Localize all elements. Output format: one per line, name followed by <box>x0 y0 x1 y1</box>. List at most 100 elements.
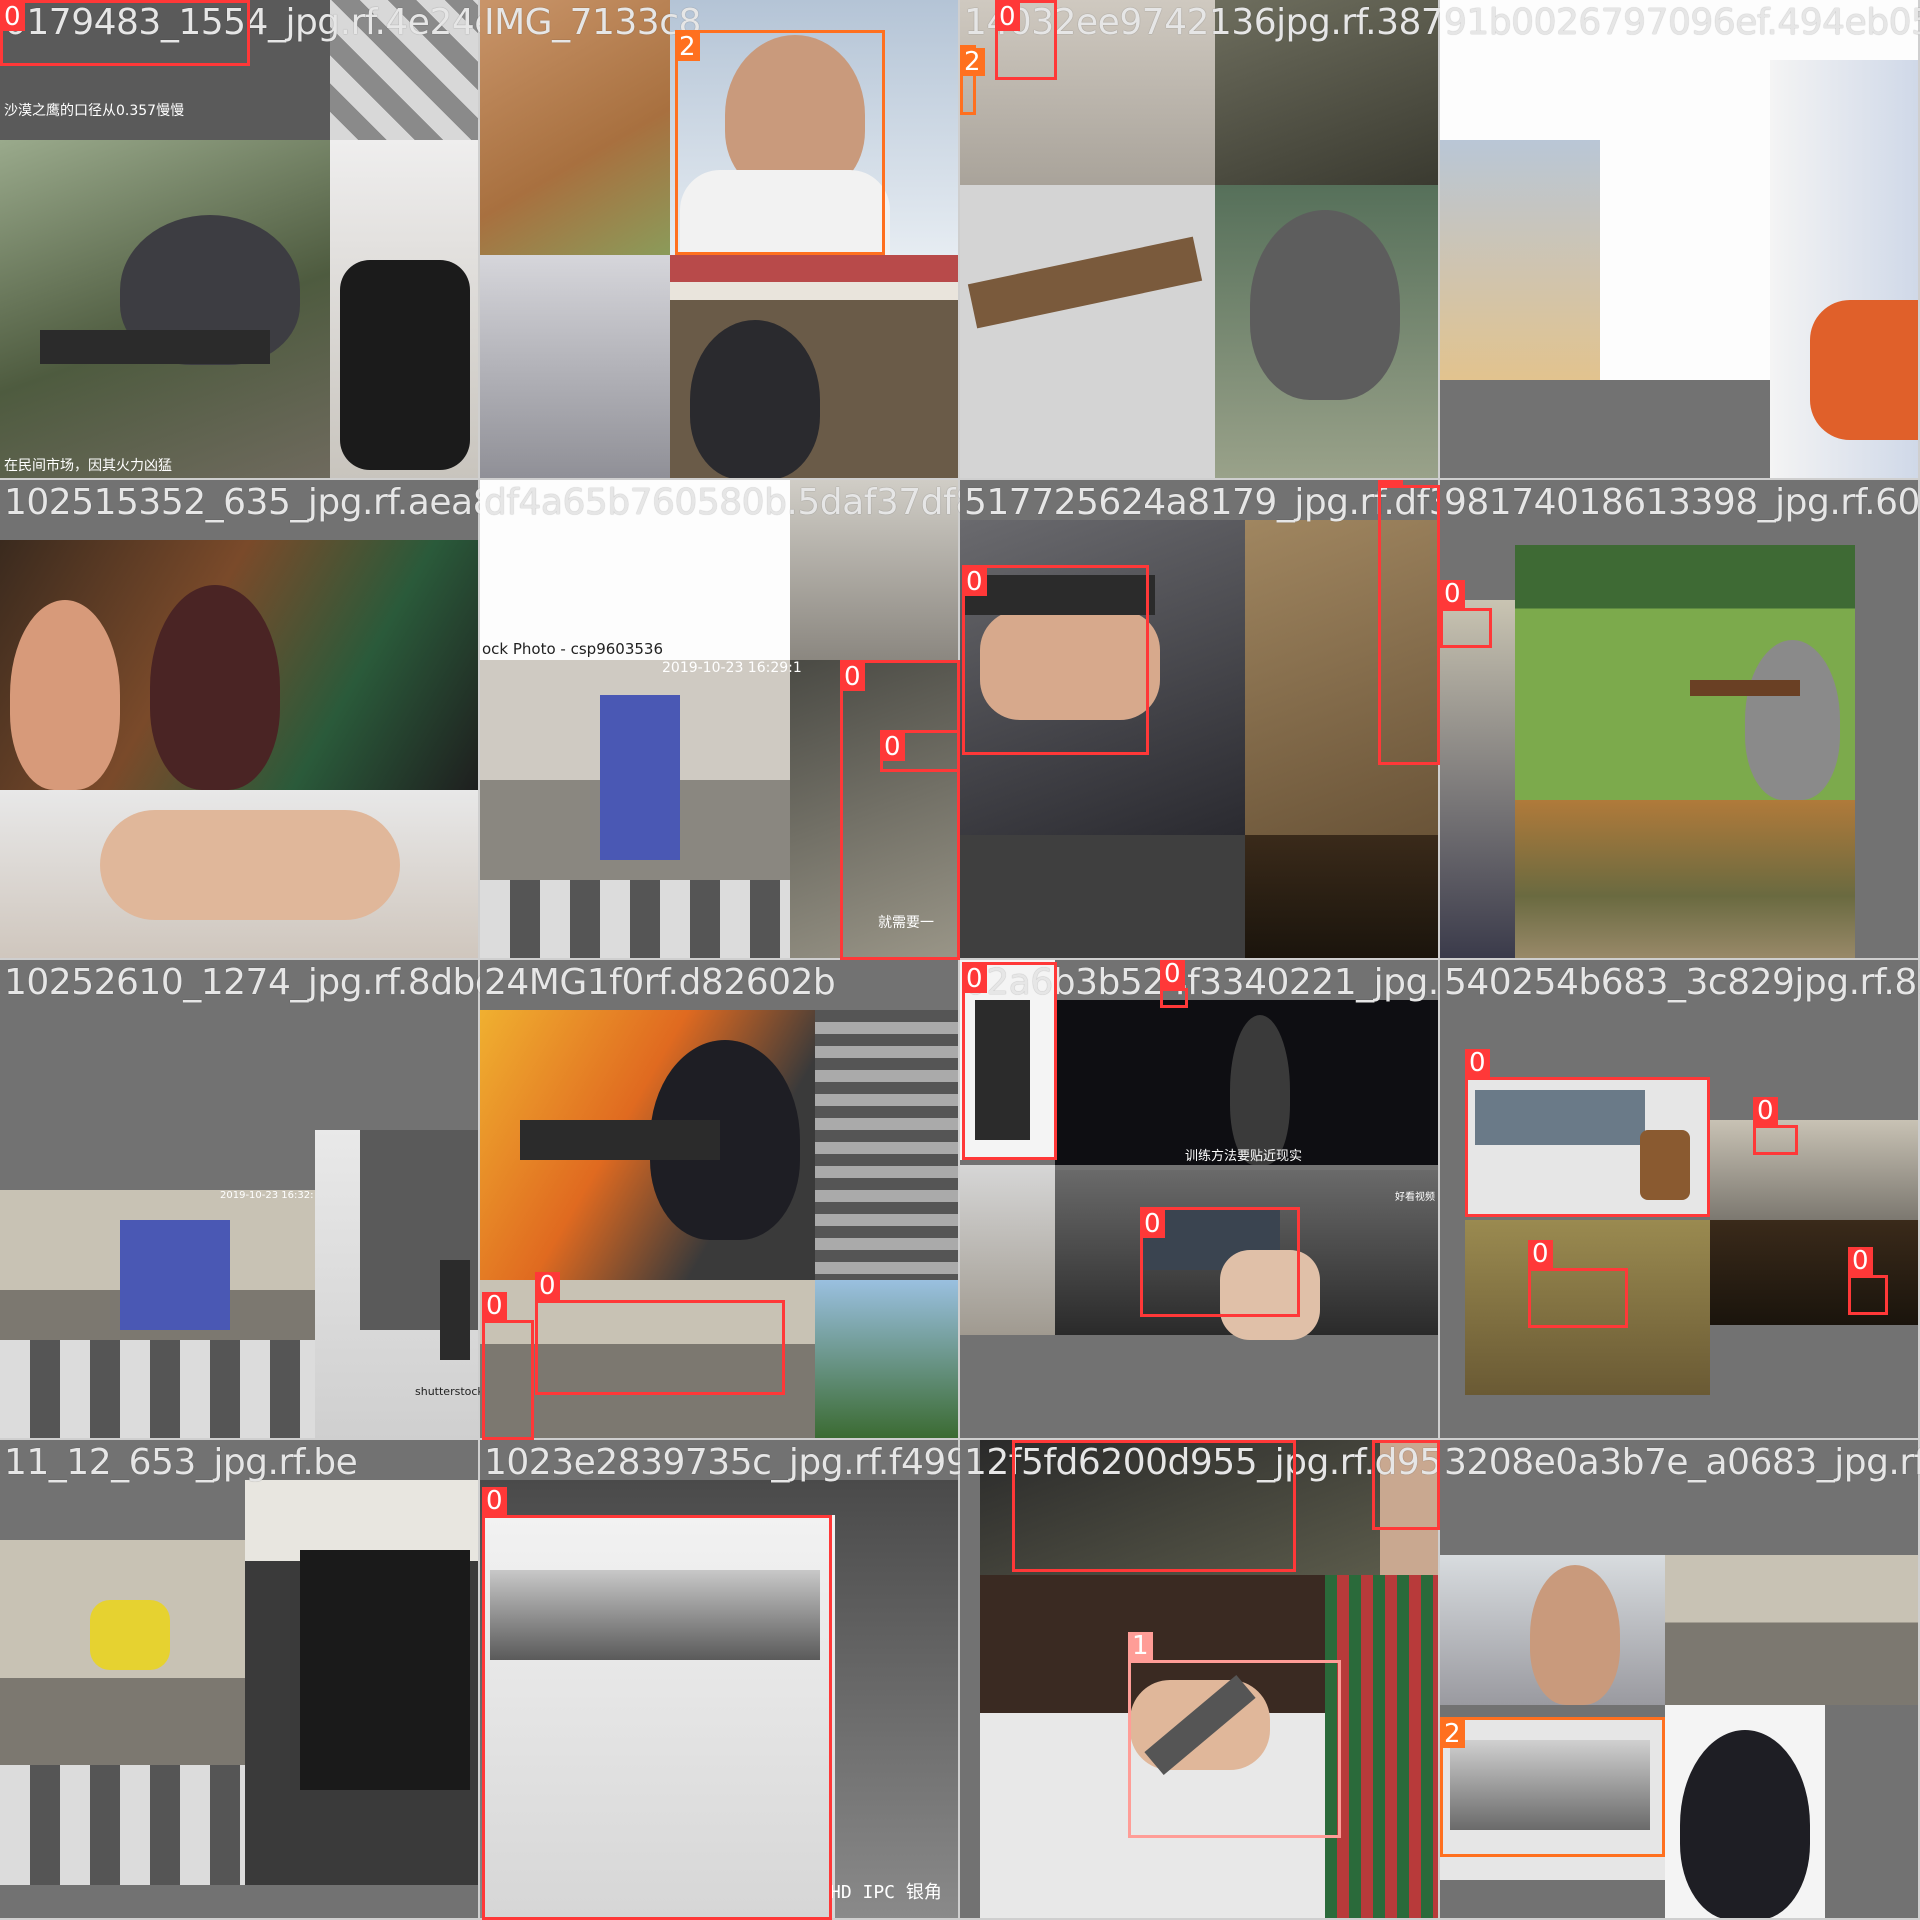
mosaic-tile: 2019-10-23 16:32: shutterstock 10252610_… <box>0 960 480 1440</box>
image-region <box>1245 835 1440 960</box>
shirt-shape <box>680 170 890 255</box>
tile-filename: 98174018613398_jpg.rf.60c <box>1444 482 1920 523</box>
mosaic-tile: 0 2 14032ee9742136jpg.rf.38770a5 <box>960 0 1440 480</box>
orange-shape <box>1810 300 1920 440</box>
photo-forest <box>1465 1220 1710 1395</box>
bbox-class-0: 0 <box>1378 480 1440 765</box>
bbox-label: 0 <box>1440 580 1465 608</box>
gun-shape <box>440 1260 470 1360</box>
bbox-class-0: 0 <box>1753 1097 1798 1155</box>
bbox-label: 2 <box>1440 1720 1465 1748</box>
person-figure <box>1745 640 1840 800</box>
bbox-label: 0 <box>962 965 987 993</box>
bbox-class-0: 0 <box>1440 580 1492 648</box>
bbox-class-0: 0 <box>482 1292 534 1440</box>
gun-shape <box>40 330 270 364</box>
image-region <box>1245 520 1440 835</box>
tile-filename: 1023e2839735c_jpg.rf.f499 <box>484 1442 960 1483</box>
mosaic-tile: 0 0 24MG1f0rf.d82602b <box>480 960 960 1440</box>
bbox-class-0: 0 <box>995 0 1057 80</box>
bbox-class-0: 0 <box>0 0 250 66</box>
mosaic-tile: 0 0 517725624a8179_jpg.rf.df3 <box>960 480 1440 960</box>
gun-shape <box>1450 1740 1650 1830</box>
mosaic-tile: ock Photo - csp9603536 2019-10-23 16:29:… <box>480 480 960 960</box>
tile-filename: 0179483_1554_jpg.rf.4e24e07133c82 <box>4 2 480 43</box>
bbox-class-0: 0 <box>1465 1049 1710 1217</box>
image-region <box>1325 1575 1440 1920</box>
mosaic-tile: 0 0 0 0 540254b683_3c829jpg.rf.831e <box>1440 960 1920 1440</box>
image-caption: 训练方法要贴近现实 <box>1185 1149 1303 1164</box>
image-region <box>960 1165 1055 1335</box>
person-figure <box>150 585 280 790</box>
bbox-class-0: 0 <box>1012 1440 1296 1572</box>
bbox-class-1: 1 <box>1128 1632 1341 1838</box>
image-caption: 2019-10-23 16:29:1 <box>662 660 802 676</box>
image-region <box>1440 140 1600 380</box>
bbox-label: 0 <box>482 1292 507 1320</box>
image-caption: 沙漠之鹰的口径从0.357慢慢 <box>4 103 185 119</box>
mosaic-tile: 11_12_653_jpg.rf.be <box>0 1440 480 1920</box>
gun-shape <box>1475 1090 1645 1145</box>
rifle-shape <box>520 1120 720 1160</box>
bbox-label: 0 <box>1465 1049 1490 1077</box>
photo-rifle <box>960 185 1215 480</box>
person-figure <box>1230 1015 1290 1165</box>
image-region <box>1710 1120 1920 1220</box>
person-face <box>725 35 865 195</box>
bbox-label: 0 <box>0 3 25 31</box>
mosaic-tile: 2 3208e0a3b7e_a0683_jpg.rf.f44dc <box>1440 1440 1920 1920</box>
person-figure <box>10 600 120 790</box>
bbox-label: 0 <box>1753 1097 1778 1125</box>
gun-shape <box>490 1570 820 1660</box>
tile-filename: 3208e0a3b7e_a0683_jpg.rf.f44dc <box>1444 1442 1920 1483</box>
gun-shape <box>300 1550 470 1790</box>
shelf-shape <box>600 695 680 860</box>
bbox-class-0: 0 <box>962 565 1149 755</box>
person-figure <box>690 320 820 480</box>
image-region <box>960 835 1245 960</box>
bbox-class-0: 0 <box>1160 960 1188 1008</box>
rifle-shape <box>1690 680 1800 696</box>
bbox-label: 2 <box>960 48 985 76</box>
image-caption: 好看视频 <box>1395 1192 1435 1203</box>
hand-shape <box>980 610 1160 720</box>
image-region <box>790 660 960 960</box>
bbox-class-0: 0 <box>535 1272 785 1395</box>
photo-store <box>1665 1555 1920 1705</box>
gun-shape <box>975 1000 1030 1140</box>
mosaic-tile: 102515352_635_jpg.rf.aea8d <box>0 480 480 960</box>
bbox-label: 0 <box>880 733 905 761</box>
image-region <box>815 1280 960 1440</box>
person-face <box>1530 1565 1620 1705</box>
bbox-class-0: 0 <box>962 962 1057 1160</box>
floor-pattern <box>0 1340 315 1440</box>
grip-shape <box>1640 1130 1690 1200</box>
bbox-class-0: 0 <box>1140 1207 1300 1317</box>
tile-filename: 10252610_1274_jpg.rf.8dbd <box>4 962 480 1003</box>
bbox-label: 0 <box>1160 960 1185 988</box>
bbox-label: 0 <box>840 663 865 691</box>
bbox-label: 0 <box>1140 1210 1165 1238</box>
image-region <box>330 0 480 140</box>
shelf-shape <box>120 1220 230 1330</box>
bbox-class-0: 0 <box>1528 1240 1628 1328</box>
person-figure <box>1250 210 1400 400</box>
bbox-class-2: 2 <box>1440 1717 1665 1857</box>
bbox-label: 1 <box>1128 1632 1153 1660</box>
bbox-label: 0 <box>995 3 1020 31</box>
image-region <box>1440 380 1600 480</box>
chair-shape <box>90 1600 170 1670</box>
hand-shape <box>1220 1250 1320 1340</box>
floor-pattern <box>0 1765 245 1885</box>
floor-pattern <box>480 880 790 960</box>
bbox-label: 0 <box>482 1487 507 1515</box>
image-caption: ock Photo - csp9603536 <box>482 640 664 658</box>
arm-shape <box>100 810 400 920</box>
tile-filename: df4a65b760580b.5daf37df8d <box>484 482 960 523</box>
photo-guns-pile <box>980 1440 1380 1575</box>
image-region <box>480 480 790 660</box>
bbox-class-0: 0 <box>1848 1247 1888 1315</box>
tile-filename: 91b0026797096ef.494eb05 <box>1444 2 1920 43</box>
bbox-label: 2 <box>675 33 700 61</box>
bbox-class-0: 0 <box>840 660 960 960</box>
